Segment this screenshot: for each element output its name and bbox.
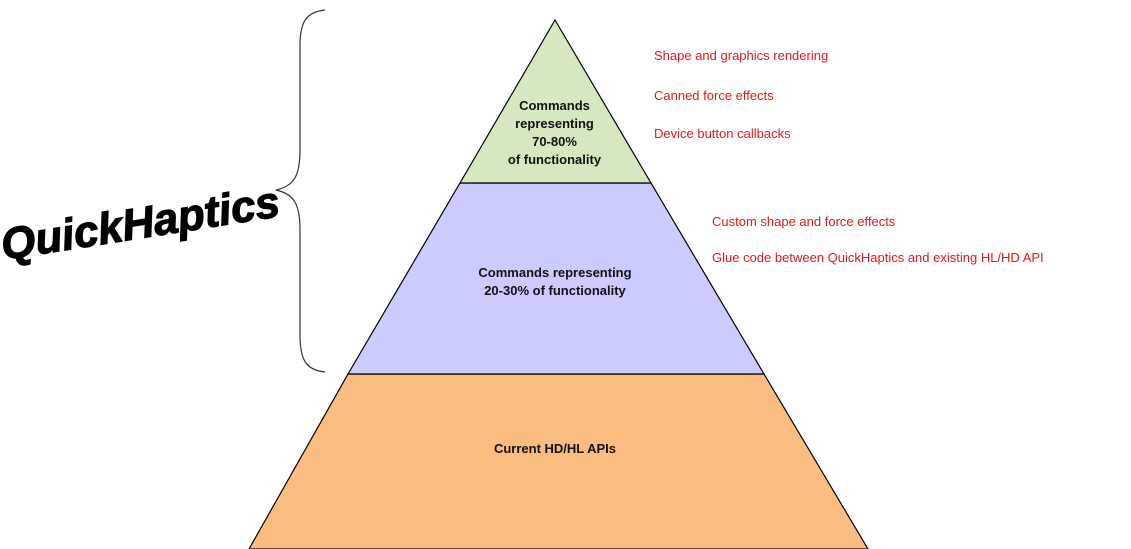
brand-name: QuickHaptics [0, 177, 283, 269]
curly-brace [275, 9, 326, 373]
note-shape-graphics-rendering: Shape and graphics rendering [654, 48, 829, 63]
tier-top-label: Commands representing 70-80% of function… [487, 97, 622, 169]
tier-top-label-line: of functionality [507, 152, 602, 167]
tier-top-label-line: 70-80% [532, 134, 577, 149]
tier-middle-label-line: 20-30% of functionality [484, 283, 626, 298]
tier-top-label-line: Commands [519, 98, 590, 113]
tier-middle-label: Commands representing 20-30% of function… [445, 264, 665, 300]
note-device-button-callbacks: Device button callbacks [654, 126, 791, 141]
pyramid-tier-bottom [248, 373, 869, 549]
tier-bottom-label: Current HD/HL APIs [445, 440, 665, 458]
tier-top-label-line: representing [515, 116, 594, 131]
tier-middle-label-line: Commands representing [478, 265, 632, 280]
tier-bottom-label-line: Current HD/HL APIs [493, 441, 617, 456]
note-canned-force-effects: Canned force effects [654, 88, 774, 103]
pyramid-tier-top [458, 18, 653, 184]
note-glue-code: Glue code between QuickHaptics and exist… [712, 250, 1044, 265]
note-custom-shape-force-effects: Custom shape and force effects [712, 214, 896, 229]
quickhaptics-title: QuickHaptics [0, 177, 284, 271]
